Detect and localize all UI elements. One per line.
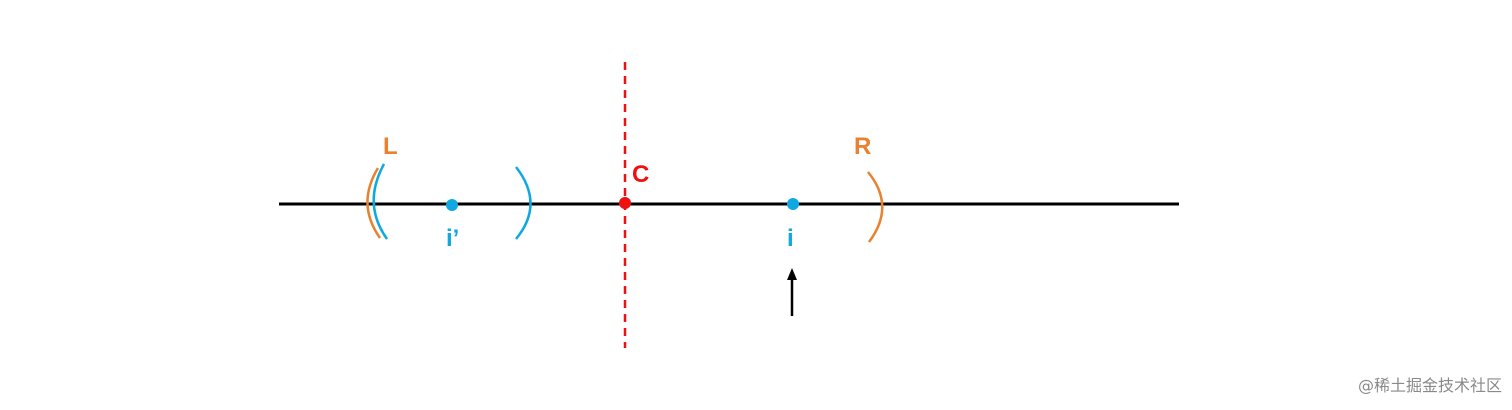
right-pointer-label: R	[854, 133, 871, 160]
mirror-index-point	[446, 199, 458, 211]
left-pointer-bracket	[366, 167, 382, 239]
center-label: C	[632, 161, 649, 188]
current-index-label: i	[787, 225, 794, 252]
center-point	[619, 197, 631, 209]
right-pointer-bracket	[867, 171, 884, 243]
left-pointer-label: L	[383, 133, 398, 160]
mirror-index-label: i’	[446, 225, 459, 252]
watermark-text: @稀土掘金技术社区	[1357, 376, 1502, 395]
current-index-point	[787, 198, 799, 210]
mirror-palindrome-right-bracket	[515, 166, 532, 240]
mirror-palindrome-left-bracket	[372, 163, 389, 240]
up-arrow-icon	[787, 268, 797, 316]
